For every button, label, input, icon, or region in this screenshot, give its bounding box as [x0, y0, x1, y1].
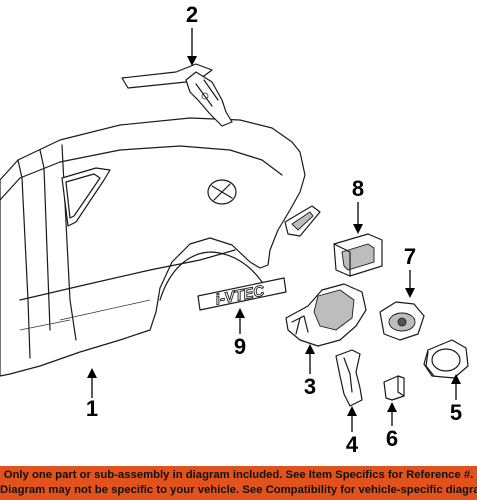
callout-6: 6	[385, 426, 399, 451]
filler-housing	[379, 301, 425, 341]
parts-diagram: i-VTEC	[0, 2, 469, 457]
inner-bracket	[121, 63, 233, 127]
fuel-door-pocket	[333, 233, 383, 277]
callout-4: 4	[345, 432, 359, 457]
emblem-label: i-VTEC	[214, 282, 267, 308]
callout-5: 5	[449, 400, 463, 425]
clip	[383, 375, 405, 401]
quarter-panel	[0, 117, 321, 377]
filler-neck	[285, 283, 367, 347]
fuel-door	[423, 339, 469, 379]
callout-1: 1	[85, 396, 99, 421]
disclaimer-line-1: Only one part or sub-assembly in diagram…	[3, 469, 474, 481]
callout-7: 7	[403, 244, 417, 269]
splash-shield	[335, 349, 363, 407]
emblem: i-VTEC	[197, 277, 287, 311]
callout-2: 2	[185, 2, 199, 27]
callout-3: 3	[303, 374, 317, 399]
disclaimer-banner: Only one part or sub-assembly in diagram…	[0, 466, 477, 500]
callout-9: 9	[233, 334, 247, 359]
disclaimer-line-2: Diagram may not be specific to your vehi…	[0, 484, 477, 496]
leader-lines	[87, 28, 461, 432]
callout-8: 8	[351, 176, 365, 201]
